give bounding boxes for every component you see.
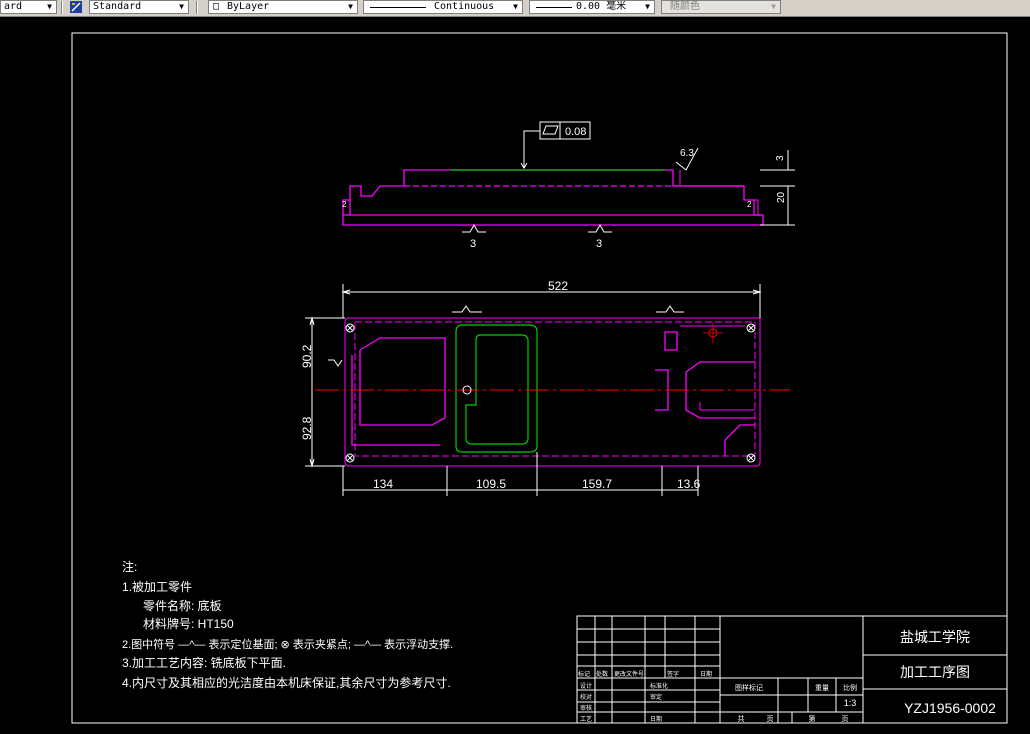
sheet-label: 第 (809, 714, 816, 723)
note-line: 4.内尺寸及其相应的光洁度由本机床保证,其余尺寸为参考尺寸. (122, 675, 451, 690)
roughness-label: 6.3 (680, 148, 694, 159)
note-line: 3.加工工艺内容: 铣底板下平面. (122, 655, 286, 670)
plan-dimensions (305, 284, 762, 496)
side-view-small-label: 2 (342, 200, 347, 209)
roughness-mark-label: 3 (470, 238, 476, 250)
clamp-point-icon (345, 323, 756, 463)
chevron-down-icon[interactable]: ▼ (513, 2, 518, 11)
chevron-down-icon[interactable]: ▼ (771, 2, 776, 11)
scale-value: 1:3 (844, 698, 857, 708)
review-label: 审定 (650, 693, 662, 701)
text-style-combo[interactable]: ard ▼ (0, 0, 57, 14)
linetype-combo[interactable]: Continuous ▼ (363, 0, 523, 14)
chevron-down-icon[interactable]: ▼ (348, 2, 353, 11)
craft-label: 工艺 (580, 715, 592, 723)
school-name: 盐城工学院 (900, 629, 970, 645)
plan-view (344, 317, 761, 467)
side-view-small-label: 2 (747, 200, 752, 209)
dim-style-value: Standard (93, 1, 142, 12)
rev-label: 处数 (596, 670, 608, 678)
bottom-dim-label: 13.6 (677, 477, 701, 491)
side-view-annotations (462, 121, 795, 233)
drawing-frame (71, 32, 1008, 724)
color-swatch-icon: □ (213, 1, 220, 12)
toolbar-separator (61, 1, 63, 14)
title-block (576, 615, 1008, 724)
note-line: 材料牌号: HT150 (143, 617, 234, 631)
weight-label: 重量 (815, 684, 829, 692)
roughness-mark-label: 3 (596, 238, 602, 250)
plot-style-combo[interactable]: 随颜色 ▼ (661, 0, 781, 14)
dimension-style-icon[interactable] (69, 0, 83, 14)
chevron-down-icon[interactable]: ▼ (645, 2, 650, 11)
lineweight-combo[interactable]: 0.00 毫米 ▼ (529, 0, 655, 14)
linetype-sample-icon (370, 7, 426, 8)
side-dim-label: 3 (775, 155, 786, 161)
note-line: 1.被加工零件 (122, 580, 192, 594)
note-line: 2.图中符号 —^— 表示定位基面; ⊗ 表示夹紧点; —^— 表示浮动支撑. (122, 637, 453, 651)
side-view (342, 169, 764, 226)
sheet-page-label: 页 (842, 715, 849, 723)
rev-label: 标记 (578, 670, 590, 678)
scale-label: 比例 (843, 683, 857, 692)
notes-block: 注: 1.被加工零件 零件名称: 底板 材料牌号: HT150 2.图中符号 —… (122, 559, 453, 690)
overall-length-label: 522 (548, 279, 568, 293)
text-style-value: ard (4, 1, 23, 12)
linetype-value: Continuous (434, 1, 495, 12)
chevron-down-icon[interactable]: ▼ (47, 2, 52, 11)
tolerance-value: 0.08 (565, 126, 586, 138)
date-label: 日期 (650, 715, 662, 723)
side-dim-label: 20 (776, 191, 787, 203)
standardize-label: 标准化 (650, 682, 668, 690)
check-label: 校对 (580, 693, 592, 701)
rev-label: 日期 (700, 670, 712, 678)
color-combo[interactable]: □ ByLayer ▼ (208, 0, 358, 14)
locating-pin (462, 385, 472, 395)
rev-label: 更改文件号 (614, 670, 644, 678)
dim-style-combo[interactable]: Standard ▼ (89, 0, 189, 14)
page-label: 页 (767, 715, 774, 723)
lineweight-sample-icon (536, 7, 572, 8)
audit-label: 审核 (580, 704, 592, 712)
lineweight-value: 0.00 毫米 (576, 1, 627, 12)
properties-toolbar: ard ▼ Standard ▼ □ ByLayer ▼ Continuous … (0, 0, 1030, 17)
title-block-text: 盐城工学院 加工工序图 YZJ1956-0002 1:3 图样标记 重量 比例 … (578, 629, 996, 723)
bottom-dim-label: 159.7 (582, 477, 612, 491)
plot-style-value: 随颜色 (670, 1, 700, 12)
drawing-canvas[interactable]: 0.08 6.3 3 3 3 20 2 2 (0, 17, 1030, 734)
toolbar-separator (196, 1, 198, 14)
rev-label: 签字 (667, 670, 679, 678)
design-label: 设计 (580, 682, 592, 690)
upper-width-label: 90.2 (300, 344, 314, 368)
drawing-name: 加工工序图 (900, 664, 970, 680)
lower-width-label: 92.8 (300, 416, 314, 440)
bottom-dim-label: 134 (373, 477, 393, 491)
chevron-down-icon[interactable]: ▼ (179, 2, 184, 11)
fixture-outline (455, 324, 538, 453)
total-label: 共 (738, 714, 745, 723)
bottom-dim-label: 109.5 (476, 477, 506, 491)
note-line: 零件名称: 底板 (143, 598, 222, 613)
color-value: ByLayer (227, 1, 270, 12)
stage-mark-label: 图样标记 (735, 683, 763, 692)
drawing-number: YZJ1956-0002 (904, 700, 996, 716)
notes-title: 注: (122, 559, 137, 574)
